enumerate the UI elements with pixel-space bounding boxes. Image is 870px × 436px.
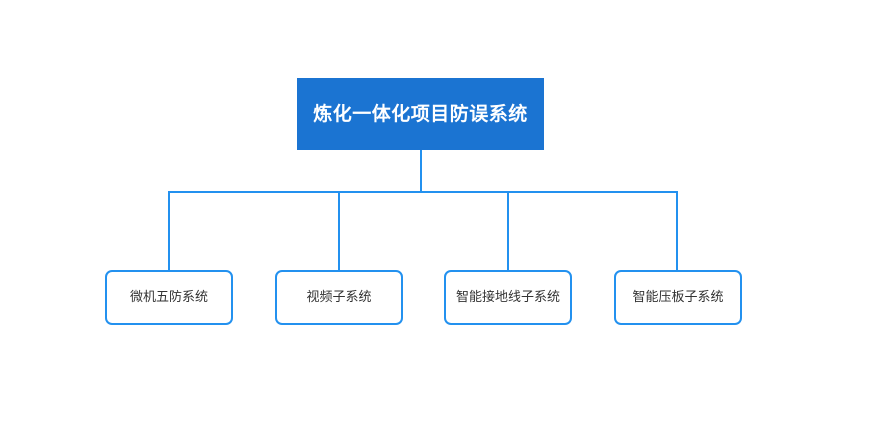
node-child-3-label: 智能接地线子系统 — [455, 290, 560, 305]
node-root-label: 炼化一体化项目防误系统 — [313, 102, 528, 125]
node-child-weiji-wufang[interactable]: 微机五防系统 — [105, 270, 233, 325]
node-child-4-label: 智能压板子系统 — [632, 290, 724, 305]
node-root[interactable]: 炼化一体化项目防误系统 — [297, 78, 544, 150]
node-child-zhineng-yaban[interactable]: 智能压板子系统 — [614, 270, 742, 325]
node-child-2-label: 视频子系统 — [306, 290, 372, 305]
node-child-zhineng-jiediXian[interactable]: 智能接地线子系统 — [444, 270, 572, 325]
node-child-1-label: 微机五防系统 — [129, 290, 208, 305]
node-child-shipin[interactable]: 视频子系统 — [275, 270, 403, 325]
connector-group — [168, 150, 678, 270]
